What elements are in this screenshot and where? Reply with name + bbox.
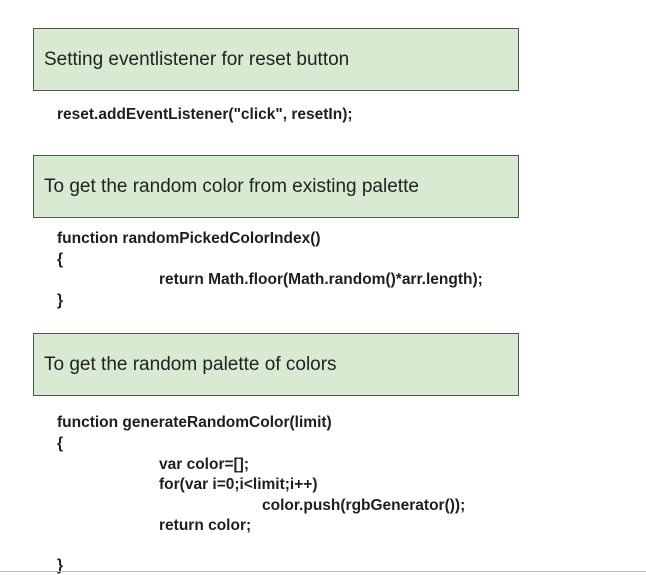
- section-heading-random-palette: To get the random palette of colors: [33, 333, 519, 396]
- code-line: {: [57, 435, 64, 452]
- code-line: function generateRandomColor(limit): [57, 414, 332, 431]
- code-line: function randomPickedColorIndex(): [57, 230, 321, 247]
- code-line: var color=[];: [159, 456, 250, 473]
- code-line: for(var i=0;i<limit;i++): [159, 476, 318, 493]
- code-line: {: [57, 251, 64, 268]
- section-heading-text: To get the random palette of colors: [44, 353, 337, 375]
- section-heading-text: To get the random color from existing pa…: [44, 175, 419, 197]
- section-heading-reset-listener: Setting eventlistener for reset button: [33, 28, 519, 91]
- section-heading-text: Setting eventlistener for reset button: [44, 48, 350, 70]
- code-line: }: [57, 557, 64, 574]
- code-line: return Math.floor(Math.random()*arr.leng…: [159, 271, 483, 288]
- code-line: reset.addEventListener("click", resetIn)…: [57, 106, 353, 123]
- code-line: }: [57, 292, 64, 309]
- section-heading-random-color: To get the random color from existing pa…: [33, 155, 519, 218]
- code-line: color.push(rgbGenerator());: [262, 497, 466, 514]
- bottom-divider: [0, 571, 646, 572]
- code-line: return color;: [159, 517, 252, 534]
